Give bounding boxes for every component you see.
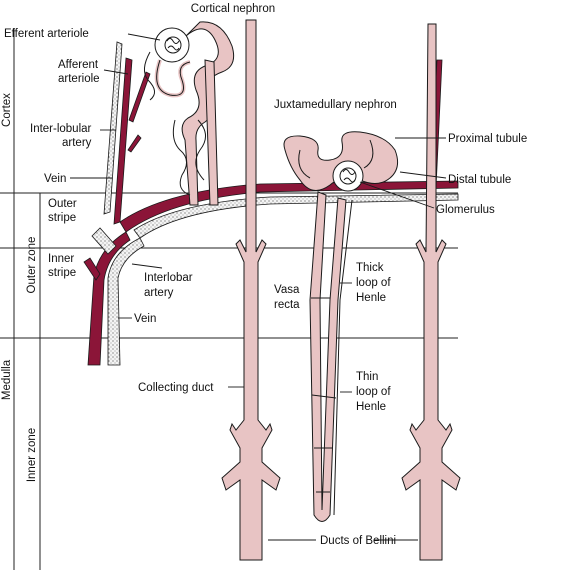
collecting-duct-right <box>401 23 461 561</box>
thick-loop-label: Thick <box>356 262 384 274</box>
title-cortical-nephron: Cortical nephron <box>191 3 275 15</box>
medulla-label: Medulla <box>1 359 13 400</box>
distal-tubule-label: Distal tubule <box>448 174 511 186</box>
inner-stripe-label: Inner <box>48 253 74 265</box>
glomerulus-label: Glomerulus <box>436 204 495 216</box>
cortical-nephron <box>144 21 235 206</box>
juxtamedullary-nephron-label: Juxtamedullary nephron <box>274 99 397 111</box>
interlobar-artery-label: Interlobar <box>144 272 193 284</box>
proximal-tubule-label: Proximal tubule <box>448 133 527 145</box>
zone-lines <box>0 28 458 570</box>
outer-stripe-label: Outer <box>48 198 77 210</box>
interlobar-artery-label-2: artery <box>144 287 174 299</box>
inner-stripe-label-2: stripe <box>48 267 76 279</box>
collecting-duct-left <box>221 19 281 561</box>
afferent-arteriole-label: Afferent <box>58 59 99 71</box>
thin-loop-label: Thin <box>356 371 378 383</box>
cortex-label: Cortex <box>1 93 13 127</box>
efferent-arteriole-label: Efferent arteriole <box>4 28 89 40</box>
vein-upper-label: Vein <box>44 173 66 185</box>
ducts-of-bellini-label: Ducts of Bellini <box>320 535 396 547</box>
vasa-recta-label-2: recta <box>274 299 300 311</box>
thin-loop-label-2: loop of <box>356 386 391 398</box>
afferent-arteriole-label-2: arteriole <box>58 73 100 85</box>
vasa-recta-label: Vasa <box>274 284 300 296</box>
outer-zone-label: Outer zone <box>26 237 38 294</box>
inner-zone-label: Inner zone <box>26 428 38 482</box>
thick-loop-label-2: loop of <box>356 277 391 289</box>
vein-lower-label: Vein <box>134 313 156 325</box>
interlobular-artery-label: Inter-lobular <box>30 123 92 135</box>
leader-lines <box>70 33 447 541</box>
collecting-duct-label: Collecting duct <box>138 382 214 394</box>
interlobular-artery-label-2: artery <box>62 137 92 149</box>
thin-loop-label-3: Henle <box>356 401 386 413</box>
thick-loop-label-3: Henle <box>356 292 386 304</box>
juxtamedullary-nephron <box>283 131 399 522</box>
outer-stripe-label-2: stripe <box>48 212 76 224</box>
